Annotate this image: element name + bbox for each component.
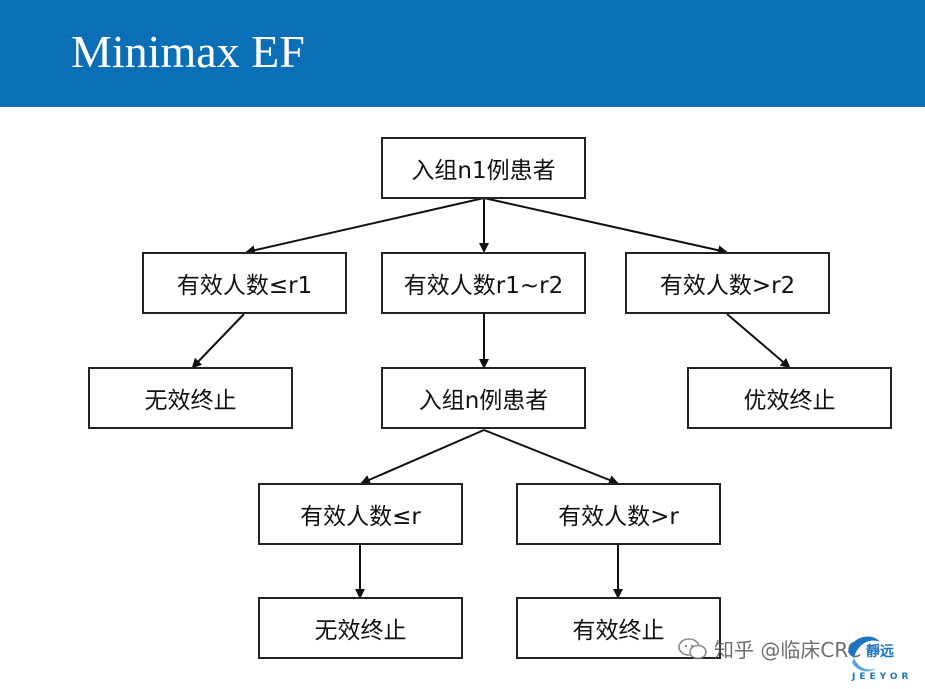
arrow-left1-to-stop (191, 313, 245, 369)
title-bar: Minimax EF (0, 0, 925, 107)
watermark-text: 知乎 @临床CRC (714, 638, 862, 662)
node-responders-gt-r: 有效人数>r (516, 483, 721, 545)
jeeyor-logo-icon (848, 636, 880, 672)
node-enroll-n: 入组n例患者 (381, 367, 586, 429)
node-responders-gt-r2: 有效人数>r2 (625, 252, 830, 314)
arrow-right1-to-stop (726, 313, 791, 369)
logo-text: 靜远 (866, 644, 894, 660)
slide-title: Minimax EF (71, 26, 305, 77)
watermark: 知乎 @临床CRC (678, 634, 861, 663)
wechat-icon (678, 637, 707, 659)
node-futility-stop: 无效终止 (88, 367, 293, 429)
node-responders-r1-r2: 有效人数r1~r2 (381, 252, 586, 314)
node-responders-le-r: 有效人数≤r (258, 483, 463, 545)
arrow-stage2-to-right2 (483, 429, 619, 485)
node-superiority-stop: 优效终止 (687, 367, 892, 429)
arrow-root-to-left1 (245, 197, 485, 256)
arrow-stage2-to-left2 (360, 429, 485, 485)
node-efficacy-stop: 有效终止 (516, 597, 721, 659)
node-enroll-n1: 入组n1例患者 (381, 137, 586, 199)
logo-subtext: JEEYOR (852, 672, 913, 682)
arrow-root-to-right1 (483, 197, 728, 256)
node-responders-le-r1: 有效人数≤r1 (142, 252, 347, 314)
node-futility-stop-final: 无效终止 (258, 597, 463, 659)
